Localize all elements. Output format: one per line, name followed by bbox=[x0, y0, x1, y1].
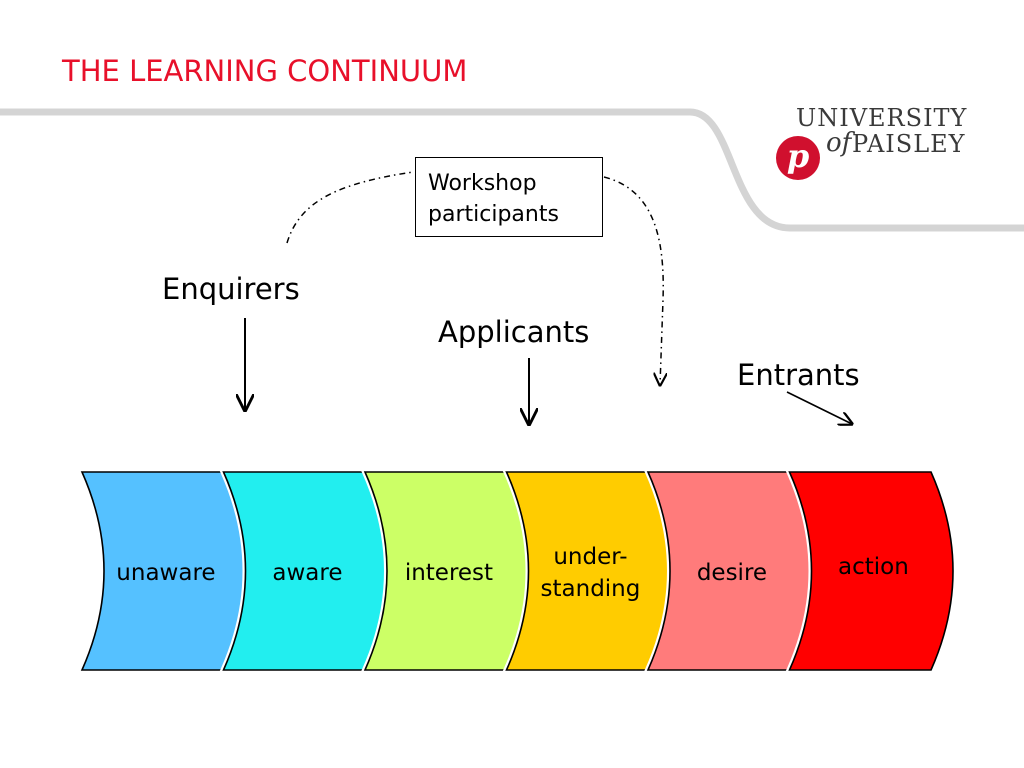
logo-p-badge: p bbox=[776, 136, 820, 180]
workshop-link-right bbox=[603, 176, 663, 385]
workshop-link-left bbox=[286, 171, 414, 244]
stages-layer bbox=[77, 469, 956, 673]
applicants-label: Applicants bbox=[438, 315, 590, 349]
workshop-line-2: participants bbox=[428, 202, 559, 227]
workshop-line-1: Workshop bbox=[428, 171, 537, 196]
university-logo: UNIVERSITY p of PAISLEY bbox=[770, 104, 970, 194]
logo-university-text: UNIVERSITY bbox=[796, 104, 968, 132]
entrants-arrow bbox=[786, 391, 852, 424]
stage-segment-5 bbox=[788, 471, 954, 671]
stage-label-5: action bbox=[838, 554, 909, 580]
stage-label-0: unaware bbox=[116, 560, 216, 586]
stage-label-4: desire bbox=[696, 560, 768, 586]
entrants-label: Entrants bbox=[737, 358, 860, 392]
workshop-participants-box: Workshop participants bbox=[415, 157, 603, 237]
stage-label-1: aware bbox=[272, 560, 343, 586]
logo-paisley-text: PAISLEY bbox=[852, 130, 966, 158]
stage-label-2: interest bbox=[404, 560, 494, 586]
slide-title: THE LEARNING CONTINUUM bbox=[62, 54, 468, 88]
logo-of-text: of bbox=[826, 128, 852, 158]
header-swoosh bbox=[0, 108, 1024, 232]
enquirers-label: Enquirers bbox=[162, 272, 300, 306]
stage-label-3: under- standing bbox=[540, 544, 641, 602]
